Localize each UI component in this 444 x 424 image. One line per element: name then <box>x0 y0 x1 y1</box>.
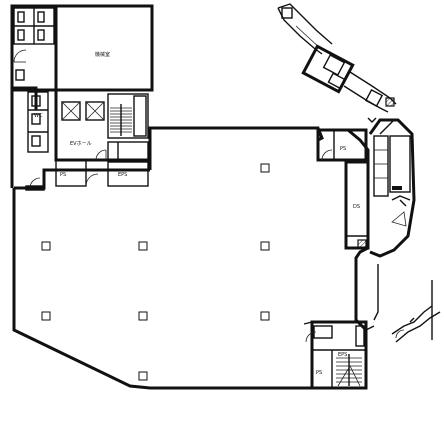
label-eps-bottom: EPS <box>338 352 347 358</box>
diagonal-annex <box>277 3 416 321</box>
structural-columns <box>41 163 270 381</box>
room-labels: 機械室 WC EVホール PS EPS PS DS PS EPS <box>34 51 360 376</box>
label-ev-hall: EVホール <box>70 141 92 147</box>
label-ds: DS <box>353 204 360 210</box>
label-wc: WC <box>34 113 43 119</box>
label-ps-right: PS <box>340 146 346 152</box>
right-service-rooms <box>316 128 370 250</box>
column <box>41 241 51 251</box>
stair-treads-bottom <box>336 354 362 386</box>
column <box>138 241 148 251</box>
main-office-outline <box>12 126 370 390</box>
column <box>260 311 270 321</box>
column <box>138 371 148 381</box>
column <box>260 163 270 173</box>
label-core-room: 機械室 <box>95 51 110 58</box>
stair-core-bottom <box>303 320 375 390</box>
stair-treads-core <box>110 104 132 136</box>
column <box>260 241 270 251</box>
label-eps: EPS <box>118 172 127 178</box>
core-block <box>10 4 154 191</box>
label-ps-bottom: PS <box>316 370 322 376</box>
exterior-fragment <box>391 280 441 343</box>
column <box>41 311 51 321</box>
column <box>138 311 148 321</box>
label-ps: PS <box>60 172 66 178</box>
